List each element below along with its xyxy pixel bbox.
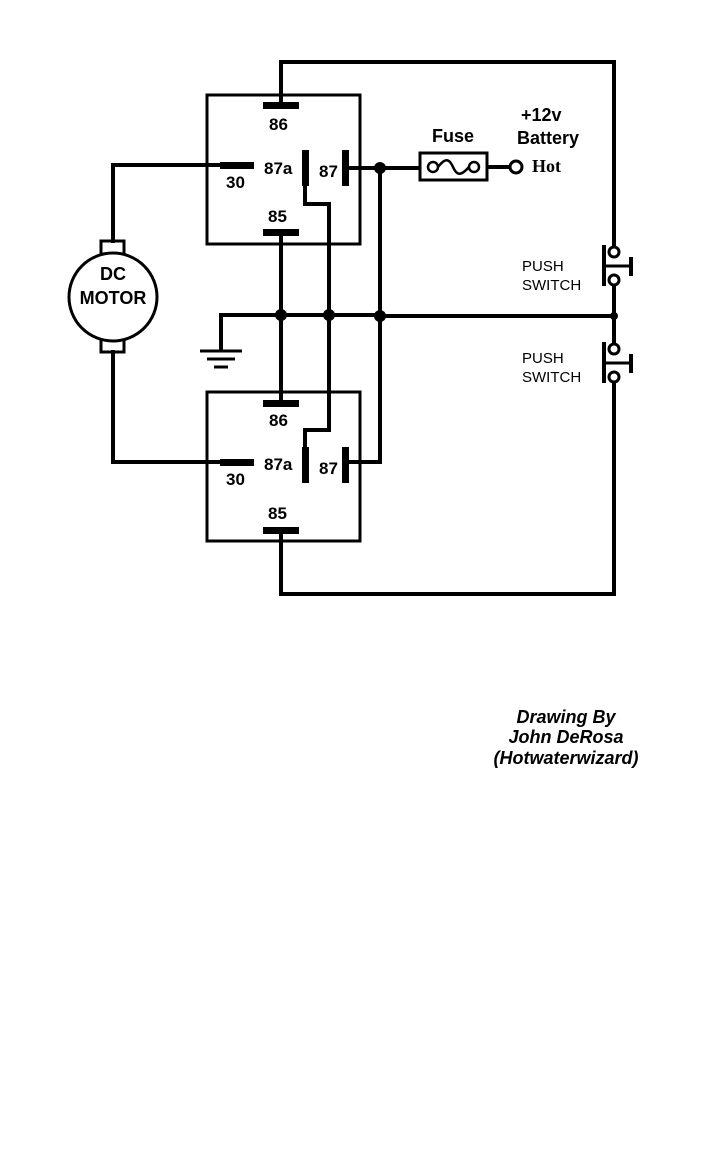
battery-label: Battery (517, 128, 579, 148)
credit-line2: John DeRosa (508, 727, 623, 747)
relay-top: 86 30 87a 87 85 (205, 93, 362, 246)
relay-top-pin87a-contact (302, 150, 309, 186)
relay-top-pin85-contact (263, 229, 299, 236)
relay-top-pin86-label: 86 (269, 115, 288, 134)
switch-top-line2: SWITCH (522, 277, 581, 294)
wire-bottom85-to-switch (279, 382, 616, 596)
junction-dot (610, 312, 618, 320)
motor-label-line2: MOTOR (80, 288, 147, 308)
relay-top-pin85-label: 85 (268, 207, 287, 226)
relay-top-pin87-contact (342, 150, 349, 186)
fuse-label: Fuse (432, 126, 474, 146)
junction-dot (275, 309, 287, 321)
relay-bottom-pin87-contact (342, 447, 349, 483)
relay-bottom-pin30-contact (220, 459, 254, 466)
junction-dot (374, 162, 386, 174)
push-switch-top: PUSH SWITCH (522, 245, 633, 294)
push-switch-bottom: PUSH SWITCH (522, 342, 633, 386)
relay-bottom-pin86-label: 86 (269, 411, 288, 430)
relay-bottom-box (205, 390, 362, 543)
fuse-terminal-left (426, 160, 440, 174)
battery-hot-terminal (508, 159, 524, 175)
motor-label-line1: DC (100, 264, 126, 284)
relay-bottom-pin86-contact (263, 400, 299, 407)
motor-body (67, 251, 159, 343)
wire-motor-to-bottom-30 (111, 350, 222, 464)
switch-bottom-contact-lower (607, 370, 621, 384)
relay-top-pin30-label: 30 (226, 173, 245, 192)
switch-bottom-line2: SWITCH (522, 369, 581, 386)
wire-motor-to-top-30 (111, 163, 222, 243)
credit-line1: Drawing By (516, 707, 616, 727)
relay-top-pin87a-label: 87a (264, 159, 293, 178)
switch-bottom-line1: PUSH (522, 350, 564, 367)
junction-dot (374, 310, 386, 322)
credit: Drawing By John DeRosa (Hotwaterwizard) (493, 707, 638, 768)
fuse: Fuse (418, 126, 489, 182)
dc-motor: DC MOTOR (67, 239, 159, 354)
switch-top-contact-upper (607, 245, 621, 259)
relay-bottom-pin85-label: 85 (268, 504, 287, 523)
wire-top86-to-switch (279, 60, 616, 248)
relay-bottom-pin85-contact (263, 527, 299, 534)
fuse-element (437, 159, 470, 175)
switch-top-contact-lower (607, 273, 621, 287)
relay-bottom-pin87a-label: 87a (264, 455, 293, 474)
ground-symbol (200, 349, 242, 369)
fuse-terminal-right (467, 160, 481, 174)
battery-hot-label: Hot (532, 156, 561, 176)
relay-bottom: 86 30 87a 87 85 (205, 390, 362, 543)
switch-top-line1: PUSH (522, 258, 564, 275)
battery: +12v Battery Hot (508, 105, 579, 176)
relay-top-pin30-contact (220, 162, 254, 169)
wires (111, 60, 616, 596)
relay-top-pin86-contact (263, 102, 299, 109)
relay-bottom-pin87-label: 87 (319, 459, 338, 478)
switch-bottom-contact-upper (607, 342, 621, 356)
junctions (275, 162, 618, 322)
junction-dot (323, 309, 335, 321)
relay-bottom-pin87a-contact (302, 447, 309, 483)
wire-bottom87 (347, 166, 382, 464)
relay-bottom-pin30-label: 30 (226, 470, 245, 489)
wire-ground (219, 313, 382, 352)
credit-line3: (Hotwaterwizard) (493, 748, 638, 768)
battery-voltage: +12v (521, 105, 562, 125)
relay-top-pin87-label: 87 (319, 162, 338, 181)
